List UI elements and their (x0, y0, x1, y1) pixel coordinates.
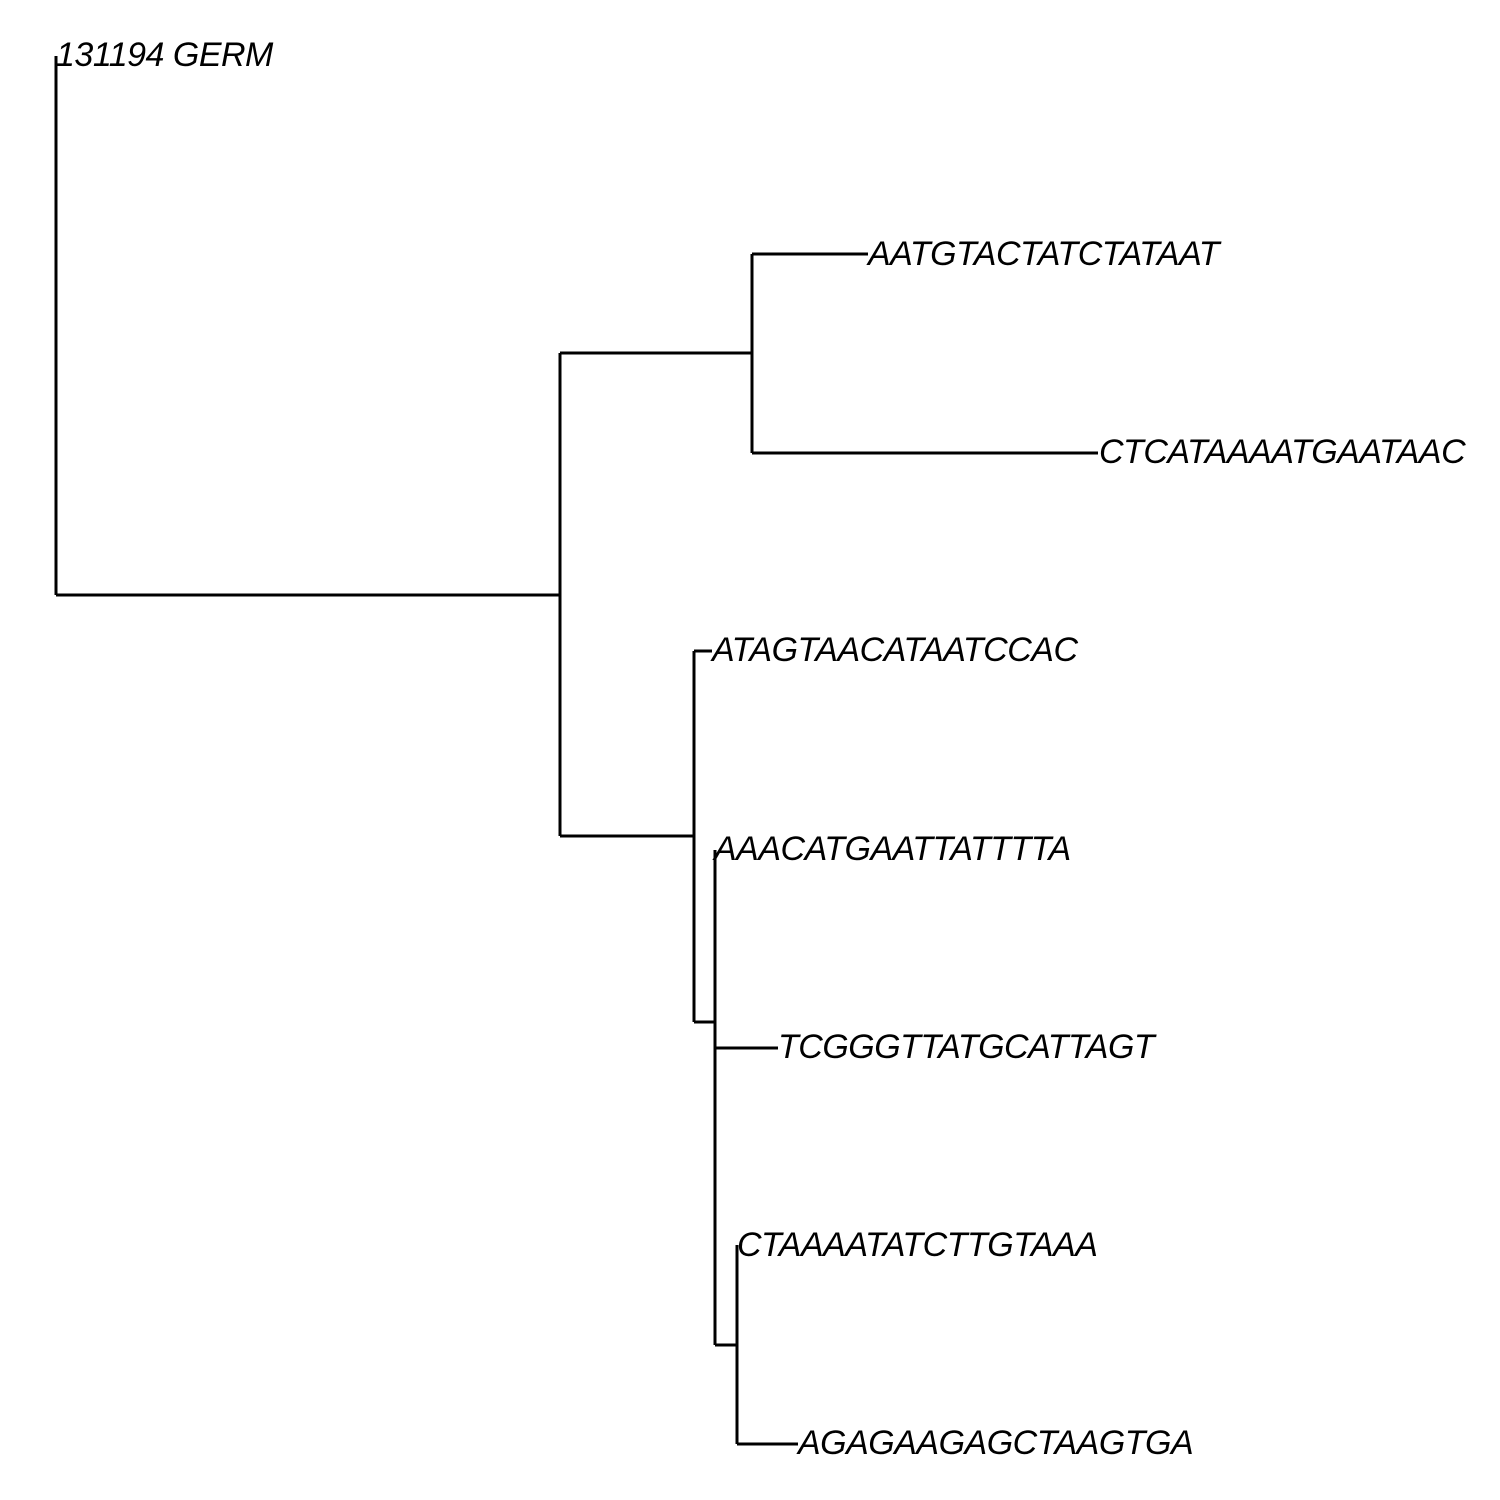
tip-label-t4: AAACATGAATTATTTTA (712, 830, 1071, 868)
tip-label-t1: AATGTACTATCTATAAT (866, 235, 1222, 273)
tip-label-t6: CTAAAATATCTTGTAAA (737, 1226, 1097, 1264)
tip-label-germ: 131194 GERM (56, 36, 274, 74)
tip-label-t7: AGAGAAGAGCTAAGTGA (796, 1424, 1193, 1462)
tip-label-t5: TCGGGTTATGCATTAGT (778, 1028, 1157, 1066)
tip-label-t2: CTCATAAAATGAATAAC (1099, 433, 1466, 471)
tip-label-t3: ATAGTAACATAATCCAC (710, 631, 1078, 669)
